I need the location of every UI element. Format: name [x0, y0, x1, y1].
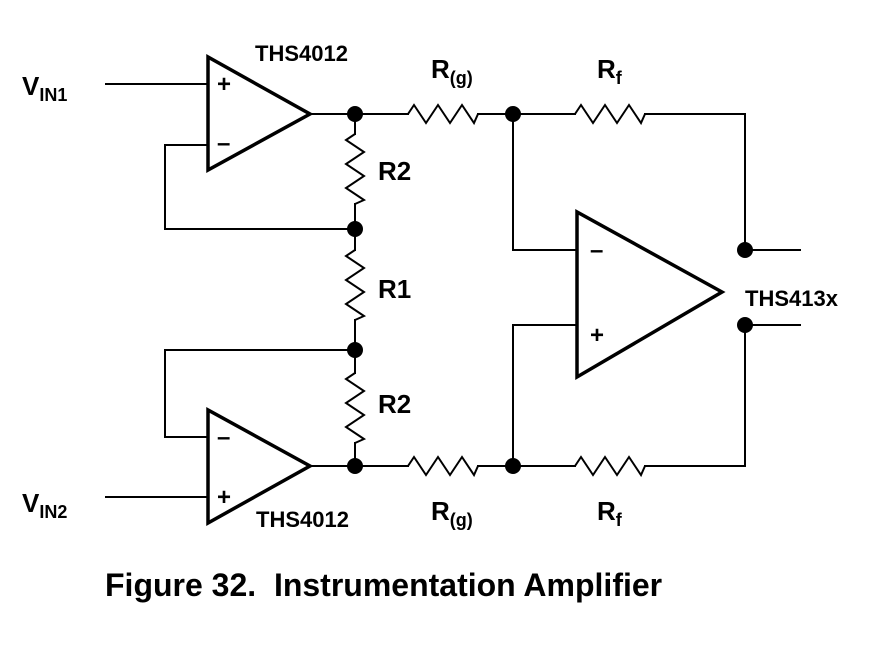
label-rg-top: R(g)	[431, 54, 473, 88]
junction-bottom-feedback	[347, 342, 363, 358]
resistor-rg-top	[407, 103, 479, 126]
label-rf-bottom: Rf	[597, 496, 623, 530]
resistor-r2-top	[344, 133, 367, 205]
opamp-output-triangle	[575, 209, 726, 381]
wires	[105, 83, 801, 498]
junction-top-output	[347, 106, 363, 122]
resistor-rf-bottom	[574, 455, 646, 478]
opamp-top-minus: –	[217, 130, 230, 157]
label-amp-bottom: THS4012	[256, 507, 349, 532]
opamp-bottom: – +	[206, 407, 314, 526]
resistor-rf-top	[574, 103, 646, 126]
junctions	[347, 106, 753, 474]
opamp-top-plus: +	[217, 71, 231, 98]
wire-top-feedback	[164, 144, 356, 230]
label-vin1: VIN1	[22, 71, 67, 105]
label-r2-top: R2	[378, 156, 411, 186]
junction-bottom-sum	[505, 458, 521, 474]
resistor-rg-bottom	[407, 455, 479, 478]
label-rg-bottom: R(g)	[431, 496, 473, 530]
label-r1: R1	[378, 274, 411, 304]
resistors	[344, 103, 646, 478]
junction-top-feedback	[347, 221, 363, 237]
labels: VIN1 VIN2 THS4012 THS4012 THS413x R(g) R…	[22, 41, 839, 603]
junction-bottom-output	[347, 458, 363, 474]
wire-noninverting-input	[512, 324, 578, 467]
opamp-output-minus: –	[590, 237, 603, 264]
resistor-r2-bottom	[344, 372, 367, 444]
junction-top-sum	[505, 106, 521, 122]
figure-caption: Figure 32. Instrumentation Amplifier	[105, 567, 662, 603]
label-amp-top: THS4012	[255, 41, 348, 66]
label-r2-bottom: R2	[378, 389, 411, 419]
junction-output-neg	[737, 242, 753, 258]
junction-output-pos	[737, 317, 753, 333]
opamp-output-plus: +	[590, 322, 604, 349]
opamp-top-triangle	[206, 54, 314, 173]
label-amp-output: THS413x	[745, 286, 839, 311]
opamp-top: + –	[206, 54, 314, 173]
label-rf-top: Rf	[597, 54, 623, 88]
opamp-bottom-plus: +	[217, 484, 231, 511]
label-vin2: VIN2	[22, 488, 67, 522]
opamp-bottom-minus: –	[217, 424, 230, 451]
wire-bottom-feedback	[164, 349, 356, 438]
wire-inverting-input	[512, 113, 578, 251]
opamp-output: – +	[575, 209, 726, 381]
resistor-r1	[344, 249, 367, 321]
opamp-bottom-triangle	[206, 407, 314, 526]
